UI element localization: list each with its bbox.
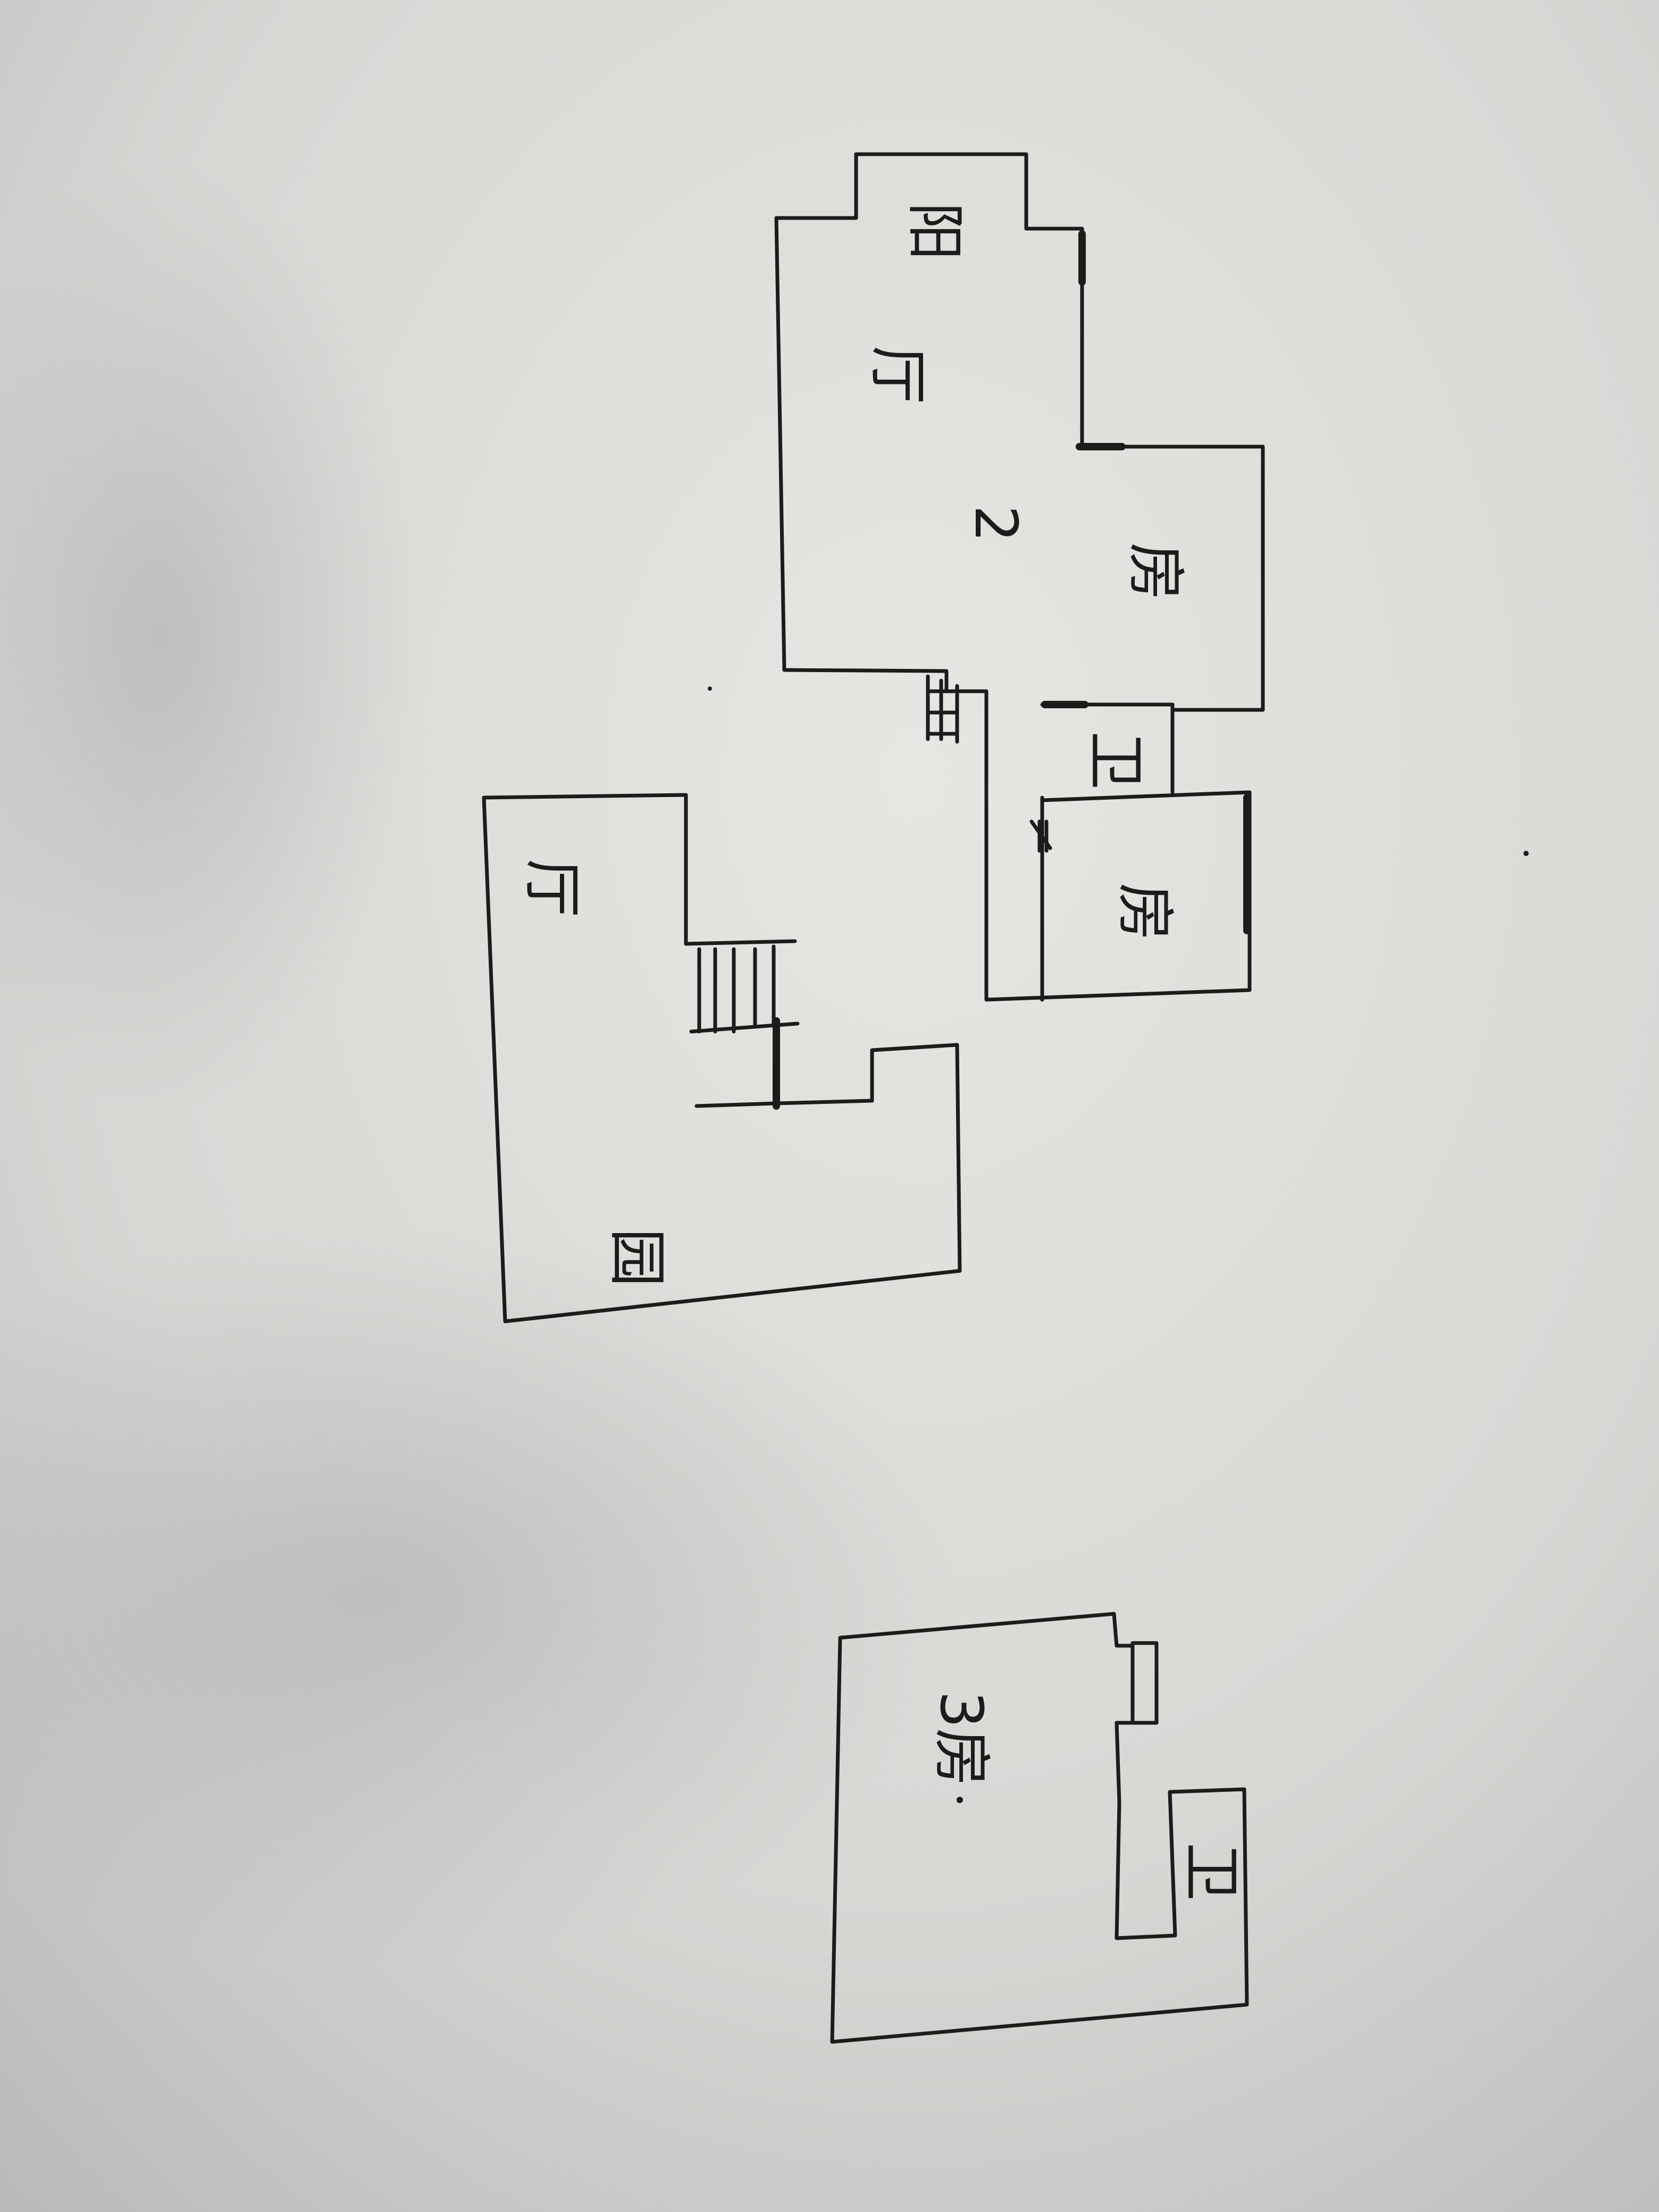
upper-stairs xyxy=(926,674,959,744)
lower-plan-outline xyxy=(482,793,962,1323)
wall-bump xyxy=(1130,1641,1159,1725)
third-plan-outline xyxy=(1115,1721,1121,1805)
closet-marker xyxy=(1029,819,1052,853)
bathroom-label: 卫 xyxy=(1082,731,1150,790)
third-plan-outline xyxy=(830,1612,1249,2044)
third-plan-outline xyxy=(1112,1612,1119,1648)
bedroom-label: 房 xyxy=(1111,883,1179,941)
lower-stairs xyxy=(689,944,800,1034)
lower-floor-plan: 厅 园 xyxy=(482,793,962,1323)
paper-shadow xyxy=(0,160,425,1117)
lower-plan-outline xyxy=(684,939,797,946)
third-floor-plan: 3房 卫 xyxy=(830,1612,1249,2044)
hall-label: 厅 xyxy=(864,346,932,404)
bathroom-label: 卫 xyxy=(1177,1842,1245,1901)
balcony-label: 阳 xyxy=(901,202,969,261)
pen-dot xyxy=(708,686,712,691)
paper-shadow xyxy=(0,1223,957,1967)
courtyard-label: 园 xyxy=(603,1228,671,1287)
level-number: 2 xyxy=(962,505,1030,542)
upper-floor-plan: 阳 厅 2 房 卫 房 xyxy=(774,152,1265,1002)
upper-plan-outline xyxy=(774,152,1252,1002)
pen-dot xyxy=(957,1797,963,1803)
lower-plan-outline xyxy=(694,1101,778,1108)
loft-label: 3房 xyxy=(927,1691,995,1787)
bedroom-label: 房 xyxy=(1121,542,1189,601)
hall-label: 厅 xyxy=(518,859,586,917)
pen-dot xyxy=(1523,851,1529,856)
